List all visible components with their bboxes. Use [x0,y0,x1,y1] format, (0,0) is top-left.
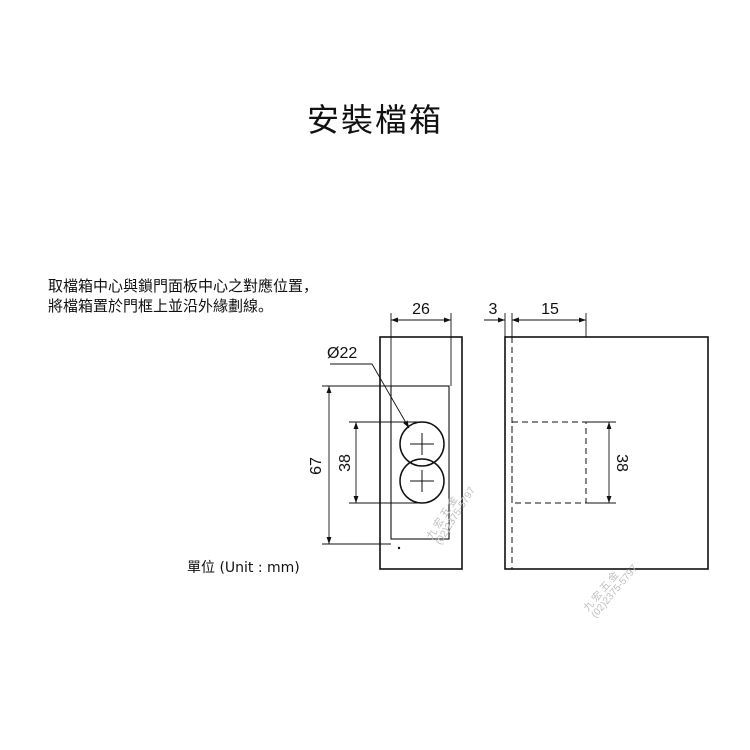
watermark-stamp: 九 宏 五 金 (02)2375-5797 [424,485,479,547]
unit-note: 單位 (Unit : mm) [187,560,300,576]
dim-box-height: 38 [586,421,630,504]
box-hidden-outline [511,421,587,504]
dim-box-width: 15 [512,301,587,337]
instruction-line-1: 取檔箱中心與鎖門面板中心之對應位置， [48,277,319,295]
page-title: 安裝檔箱 [306,101,443,139]
hole-diameter-label: Ø22 [327,345,357,362]
watermark-stamp: 九 宏 五 金 (02)2375-5797 [580,563,640,621]
plate-inner-frame [390,385,450,540]
dim-hole-span: 38 [337,421,422,504]
dim-outer-height: 67 [308,385,391,545]
box-height-label: 38 [613,454,630,472]
plate-width-label: 26 [412,301,430,318]
dim-setback: 3 [484,301,520,337]
instruction-line-2: 將檔箱置於門框上並沿外緣劃線。 [48,297,274,315]
side-view [504,336,709,570]
dim-plate-width: 26 [390,301,452,386]
dim-hole-diameter: Ø22 [327,345,410,429]
instruction-text: 取檔箱中心與鎖門面板中心之對應位置， 將檔箱置於門框上並沿外緣劃線。 [48,276,318,316]
diameter-leader [330,363,410,429]
setback-label: 3 [489,301,498,318]
plate-dot [397,546,401,550]
front-view [379,336,463,570]
outer-height-label: 67 [308,457,325,475]
plate-outline [379,336,463,570]
frame-outline [504,336,709,570]
box-width-label: 15 [541,301,559,318]
hole-span-label: 38 [337,454,354,472]
